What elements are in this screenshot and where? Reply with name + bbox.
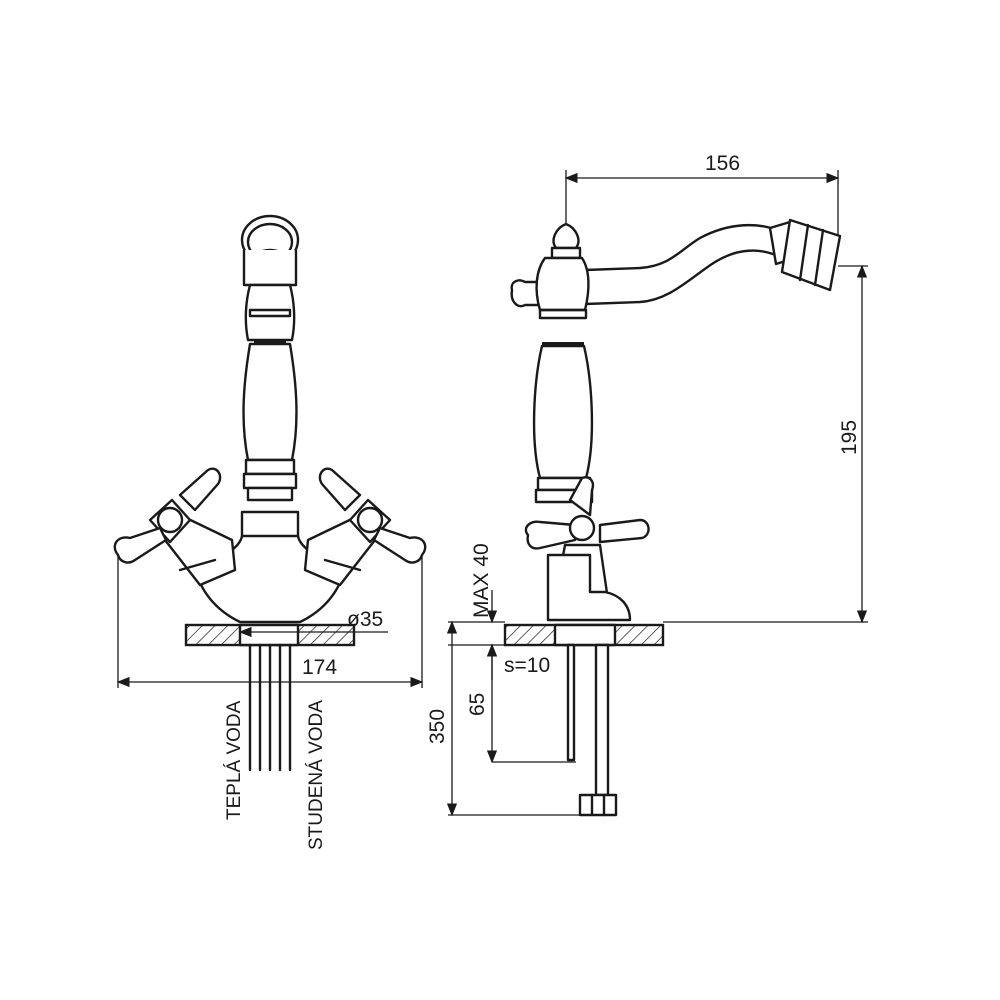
label-cold-water: STUDENÁ VODA (306, 700, 327, 850)
dim-195-label: 195 (838, 420, 861, 455)
dim-156: 156 (564, 152, 840, 236)
front-column (240, 283, 300, 554)
front-spout-outlet (240, 214, 300, 287)
dim-diameter-label: ø35 (347, 608, 383, 631)
dim-65: 65 (466, 643, 576, 764)
side-mounting-rod (566, 643, 618, 817)
dim-max-40-label: MAX 40 (470, 543, 493, 618)
side-spout (583, 223, 784, 306)
dim-174: 174 (116, 555, 424, 688)
dim-195: 195 (663, 264, 868, 624)
side-body (546, 553, 632, 622)
side-column (532, 256, 594, 504)
side-spout-head (768, 218, 842, 292)
front-right-valve (303, 467, 427, 587)
dim-174-label: 174 (302, 656, 337, 679)
dim-156-label: 156 (705, 152, 740, 175)
dim-wall-label: s=10 (504, 654, 550, 677)
dim-65-label: 65 (466, 693, 489, 716)
dim-350-label: 350 (426, 709, 449, 744)
dim-max-40: MAX 40 (448, 543, 505, 680)
dim-350: 350 (426, 620, 580, 817)
dim-diameter-35: ø35 (238, 608, 388, 638)
side-view: 156 195 MAX 40 s=10 65 350 (426, 152, 868, 817)
front-supply-hoses (248, 643, 292, 772)
front-view: 174 ø35 TEPLÁ VODA STUDENÁ VODA (113, 214, 427, 850)
front-left-valve (113, 467, 237, 587)
side-finial (552, 222, 580, 250)
label-hot-water: TEPLÁ VODA (224, 700, 245, 820)
